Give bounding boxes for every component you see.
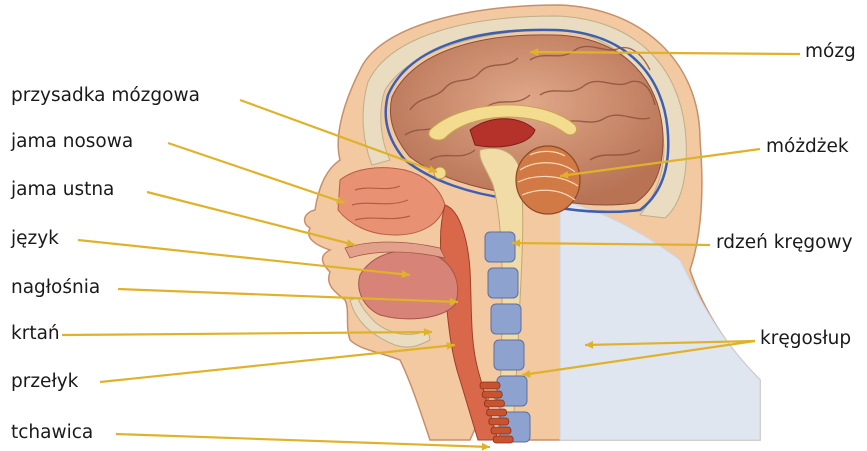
label-mozg: mózg — [805, 43, 856, 62]
vertebra — [491, 304, 521, 334]
trachea-ring — [487, 409, 507, 416]
label-przysadka: przysadka mózgowa — [11, 87, 200, 106]
label-jama-nosowa: jama nosowa — [11, 133, 133, 152]
label-kregoslup: kręgosłup — [760, 330, 851, 349]
trachea-ring — [493, 436, 513, 443]
tongue — [359, 250, 458, 319]
vertebra — [485, 232, 515, 262]
trachea-ring — [482, 391, 502, 398]
label-rdzen: rdzeń kręgowy — [716, 234, 853, 253]
leader-arrowhead — [482, 443, 490, 451]
label-krtan: krtań — [11, 325, 60, 344]
cerebellum — [516, 146, 580, 214]
trachea-ring — [491, 427, 511, 434]
label-naglosnia: nagłośnia — [11, 279, 100, 298]
vertebra — [494, 340, 524, 370]
label-jama-ustna: jama ustna — [11, 181, 114, 200]
label-jezyk: język — [11, 230, 59, 249]
label-przelyk: przełyk — [11, 373, 78, 392]
label-tchawica: tchawica — [11, 424, 93, 443]
trachea-ring — [484, 400, 504, 407]
pituitary — [434, 167, 446, 179]
trachea-ring — [489, 418, 509, 425]
leader-line — [168, 143, 345, 203]
vertebra — [488, 268, 518, 298]
trachea-ring — [480, 382, 500, 389]
label-mozdzek: móżdżek — [766, 138, 849, 157]
